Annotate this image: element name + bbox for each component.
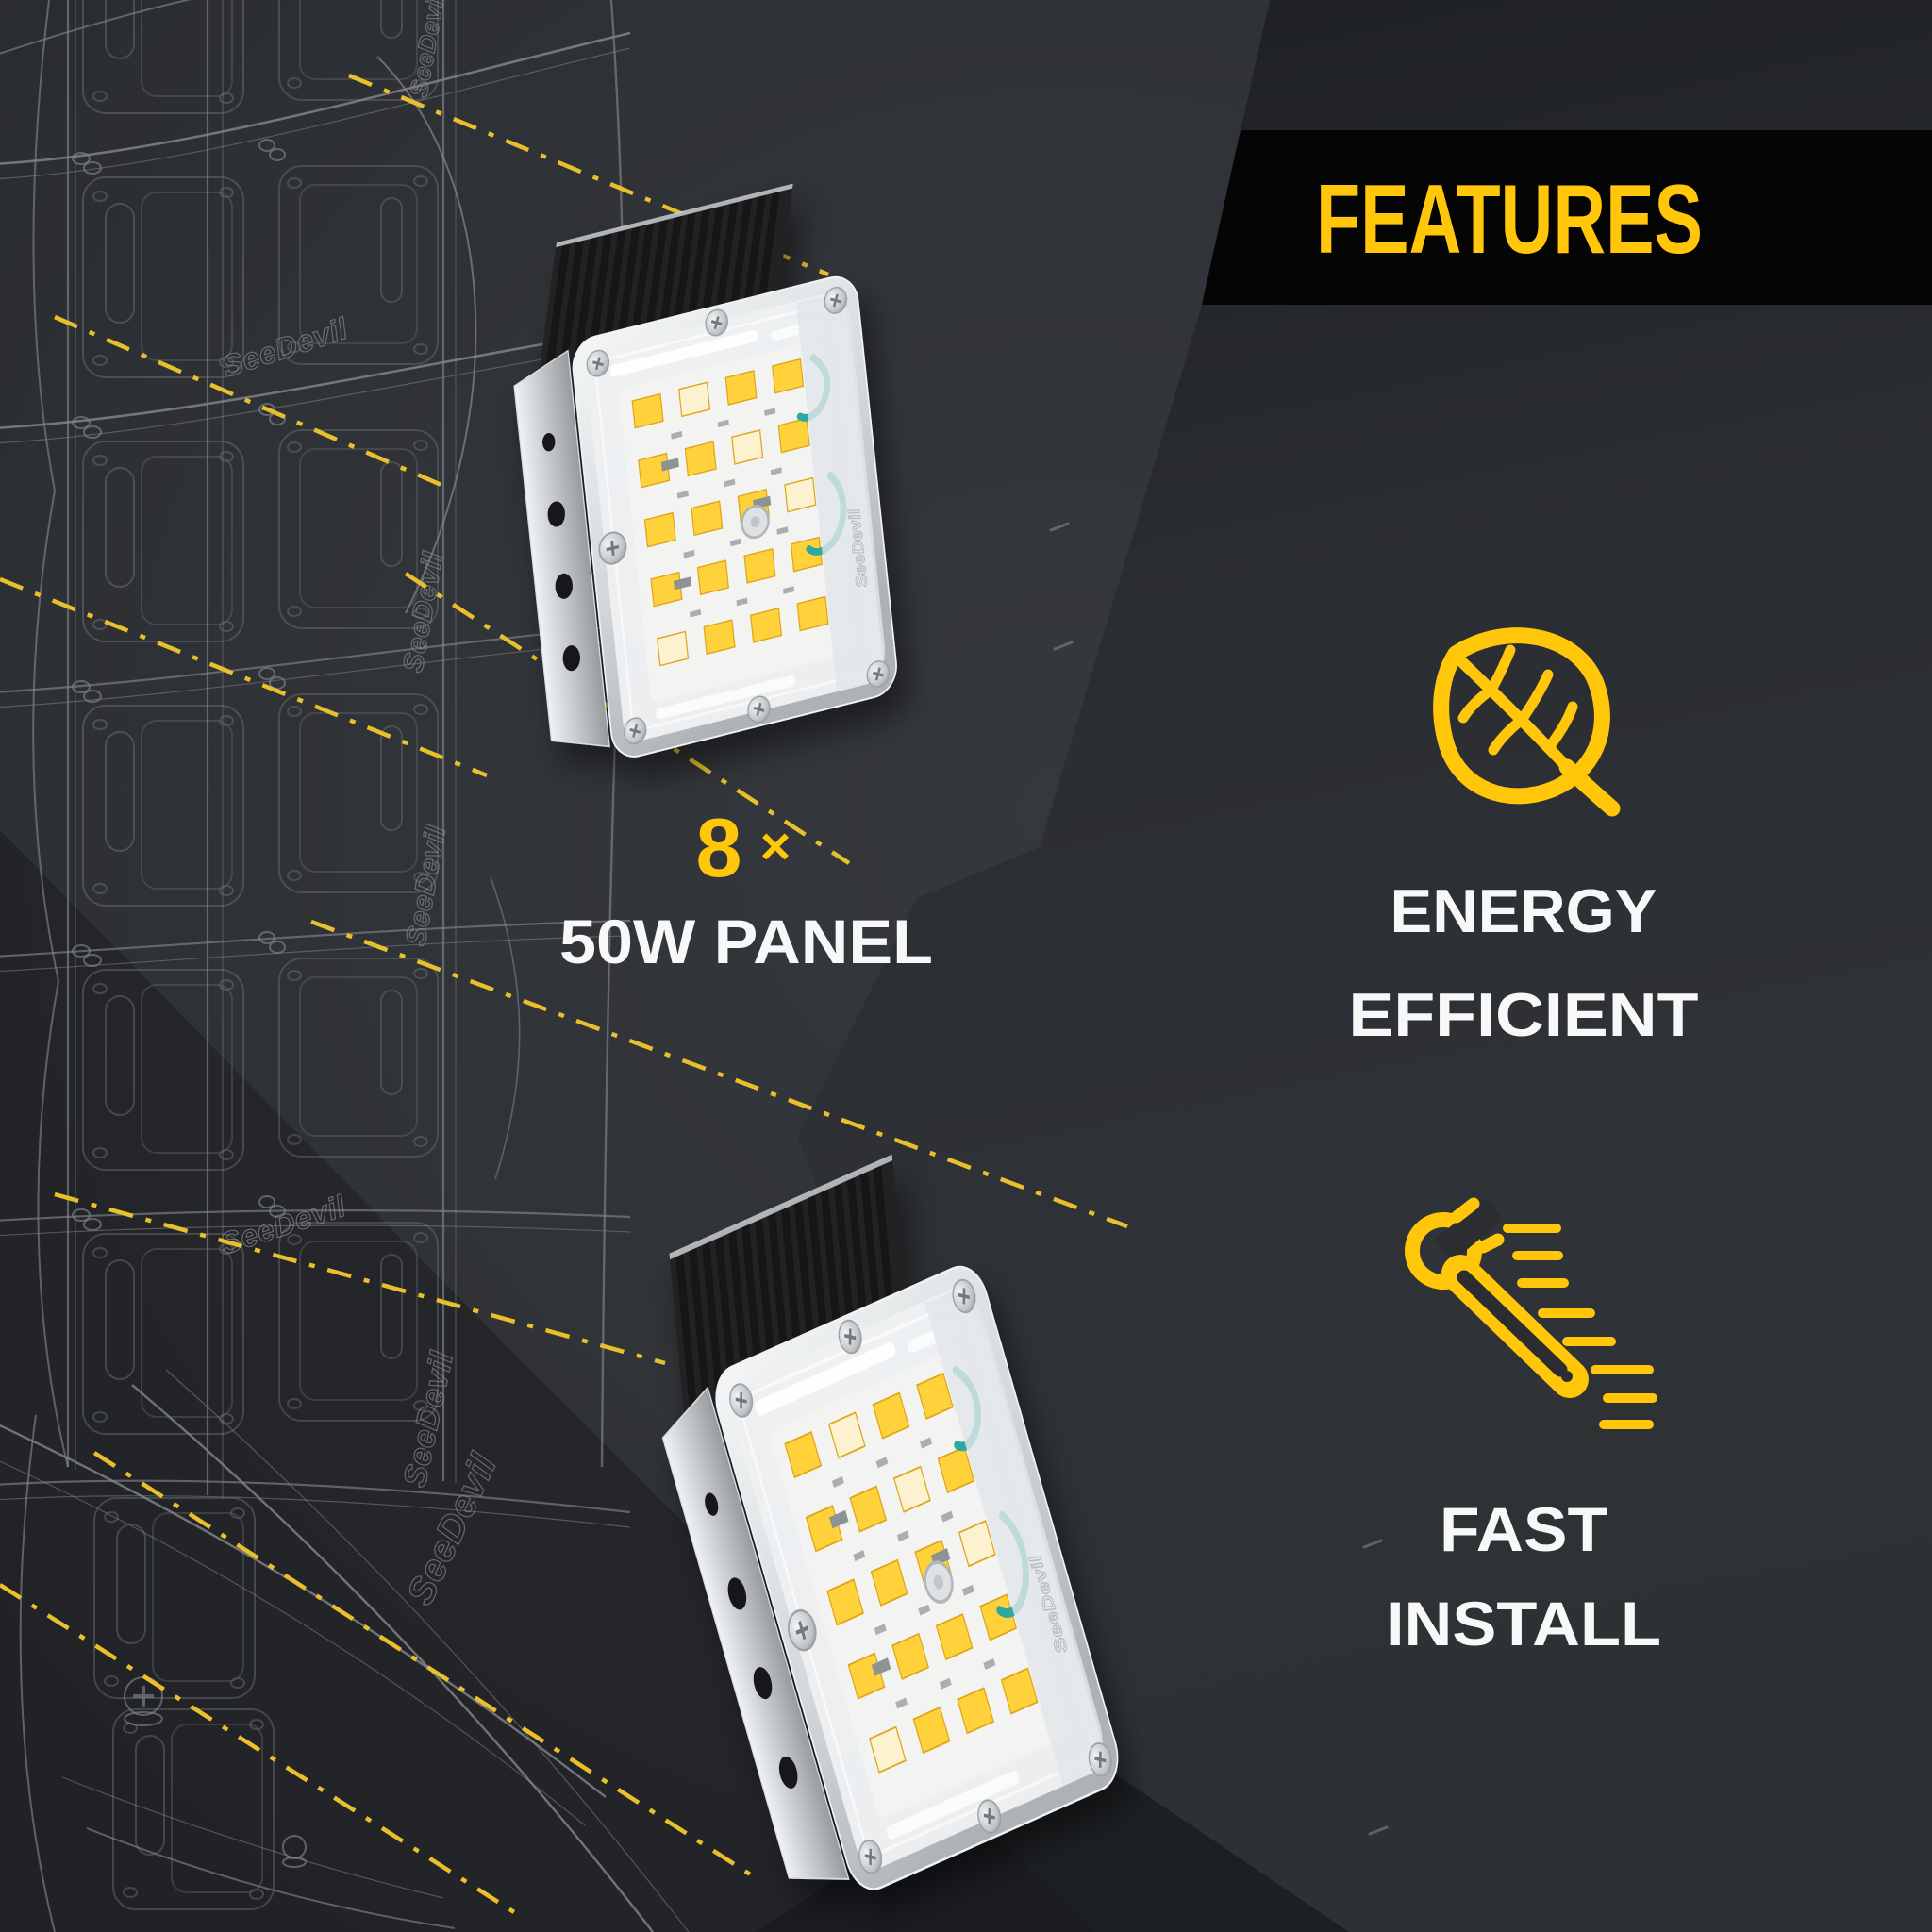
install-feature-line2: INSTALL [1386, 1589, 1661, 1658]
features-header-label: FEATURES [1316, 165, 1703, 275]
panel-shadow [755, 1747, 1349, 1932]
leader-line [0, 1583, 516, 1914]
energy-feature-line2: EFFICIENT [1349, 980, 1699, 1049]
leader-line [54, 1191, 666, 1366]
panel-count: 8 [696, 801, 742, 894]
speed-lines [1503, 1224, 1657, 1429]
install-feature-line1: FAST [1440, 1494, 1607, 1564]
features-header-bar [1202, 130, 1932, 305]
energy-feature-line1: ENERGY [1391, 876, 1657, 945]
features-background-wedge [797, 0, 1932, 1932]
tower-rings [0, 31, 631, 1528]
leader-line [92, 1451, 757, 1879]
energy-feature: ENERGY EFFICIENT [1349, 627, 1699, 1049]
leader-line [310, 919, 1128, 1229]
background-shade-bottom-left [0, 830, 1094, 1932]
features-panel: FEATURES ENERGY EFFICIENT [1202, 130, 1932, 1658]
leader-line [54, 314, 444, 489]
panel-callout-label: 50W PANEL [559, 907, 933, 976]
tower-modules [72, 0, 439, 1910]
leaf-icon [1433, 627, 1621, 817]
install-feature: FAST INSTALL [1386, 1197, 1661, 1658]
wrench-icon [1405, 1197, 1589, 1398]
leader-line [0, 576, 488, 778]
panel-callout: 8 × 50W PANEL [559, 801, 933, 976]
panel-count-times: × [760, 816, 791, 875]
